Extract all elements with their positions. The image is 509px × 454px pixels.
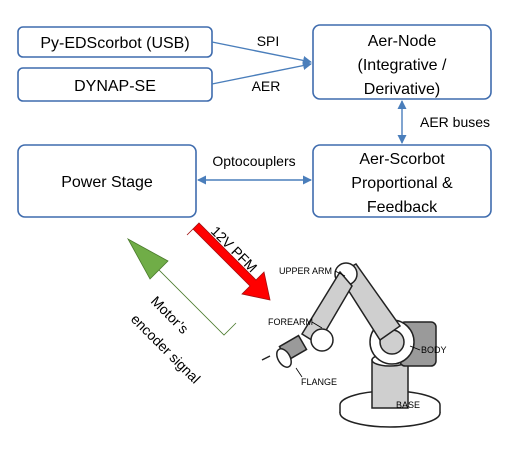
upper-arm-label: UPPER ARM [279, 266, 332, 276]
encoder-arrow [126, 237, 237, 336]
aer-scorbot-line-1: Aer-Scorbot [359, 151, 445, 168]
flange-label: FLANGE [301, 377, 337, 387]
dynap-se-box: DYNAP-SE [17, 67, 213, 102]
aer-node-line-1: Aer-Node [368, 33, 437, 50]
dynap-se-label: DYNAP-SE [74, 78, 156, 95]
encoder-label-line-2: encoder signal [128, 311, 204, 387]
base-label: BASE [396, 400, 420, 410]
aer-node-line-3: Derivative) [364, 81, 440, 98]
aer-connector [211, 61, 312, 85]
robot-arm-illustration [261, 262, 441, 428]
spi-connector [211, 41, 312, 65]
aer-node-line-2: (Integrative / [358, 57, 447, 74]
aer-node-box: Aer-Node (Integrative / Derivative) [312, 24, 492, 100]
pfm-arrow [186, 222, 271, 301]
flange-leader [295, 367, 303, 378]
forearm-label: FOREARM [268, 317, 313, 327]
power-stage-label: Power Stage [61, 174, 153, 191]
body-leader [409, 345, 421, 351]
py-edscorbot-box: Py-EDScorbot (USB) [17, 26, 213, 58]
optocouplers-label: Optocouplers [212, 153, 295, 169]
py-edscorbot-label: Py-EDScorbot (USB) [40, 35, 189, 52]
spi-label: SPI [257, 33, 280, 49]
aer-label: AER [252, 78, 281, 94]
body-label: BODY [421, 345, 447, 355]
aer-scorbot-line-2: Proportional & [351, 175, 453, 192]
aer-scorbot-line-3: Feedback [367, 199, 438, 216]
power-stage-box: Power Stage [17, 144, 197, 218]
upper-arm-leader [334, 270, 346, 277]
aer-buses-label: AER buses [420, 114, 490, 130]
aer-scorbot-box: Aer-Scorbot Proportional & Feedback [312, 144, 492, 218]
forearm-leader [311, 321, 323, 329]
